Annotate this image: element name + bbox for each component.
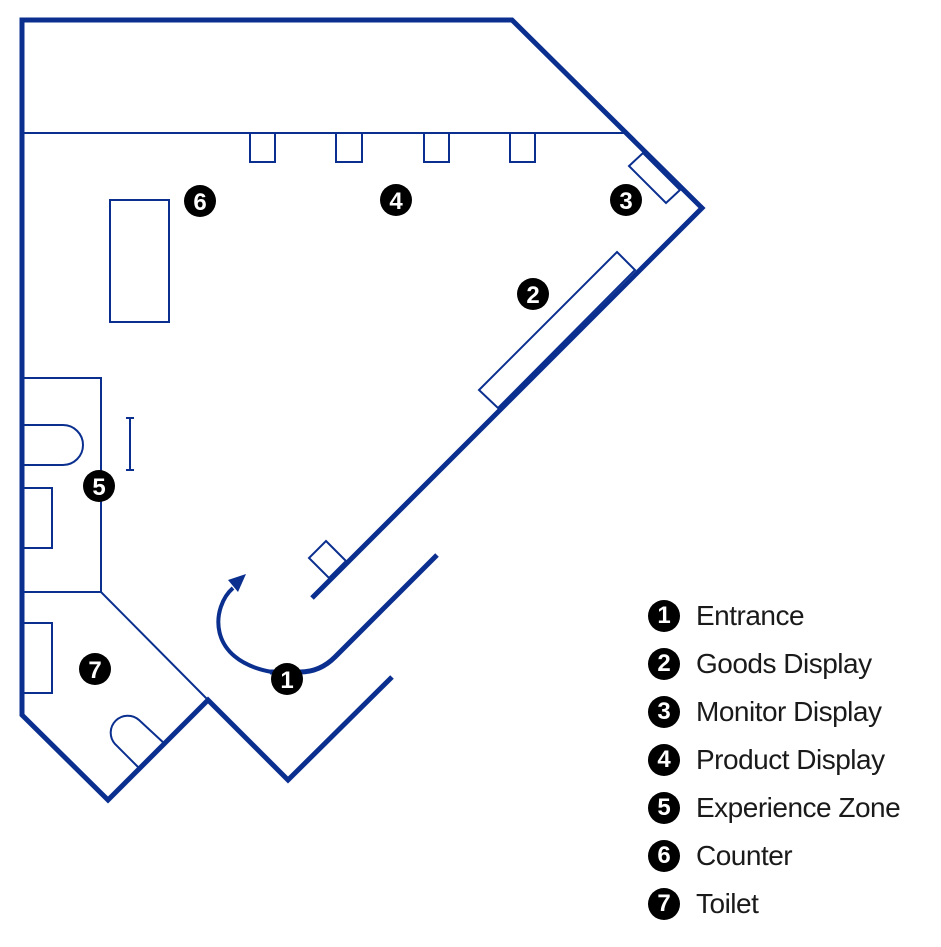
marker-7: 7 <box>79 653 111 685</box>
legend-number: 3 <box>648 696 680 728</box>
counter-desk <box>109 199 170 323</box>
legend-number: 4 <box>648 744 680 776</box>
entrance-arrow-path <box>216 586 273 674</box>
legend-item-toilet: 7 Toilet <box>648 880 938 928</box>
legend-number: 2 <box>648 648 680 680</box>
legend-number: 5 <box>648 792 680 824</box>
svg-text:6: 6 <box>193 189 206 216</box>
goods-display <box>477 250 637 410</box>
legend-label: Counter <box>696 840 793 871</box>
outer-wall <box>19 17 706 804</box>
svg-text:5: 5 <box>92 474 105 501</box>
entrance-wall <box>270 553 439 675</box>
svg-text:1: 1 <box>280 667 293 694</box>
legend-item-product-display: 4 Product Display <box>648 736 938 784</box>
legend-item-monitor-display: 3 Monitor Display <box>648 688 938 736</box>
legend-label: Entrance <box>696 600 805 631</box>
entrance-arrow-head <box>228 574 246 592</box>
toilet-sink <box>21 622 53 694</box>
product-display-box <box>249 132 276 163</box>
legend-item-entrance: 1 Entrance <box>648 592 938 640</box>
product-display-box <box>509 132 536 163</box>
product-display-box <box>335 132 363 163</box>
toilet-wall <box>22 591 209 701</box>
legend-label: Product Display <box>696 744 885 775</box>
toilet-bowl <box>109 714 167 768</box>
legend-label: Goods Display <box>696 648 872 679</box>
experience-seat <box>22 424 84 466</box>
legend-item-goods-display: 2 Goods Display <box>648 640 938 688</box>
marker-6: 6 <box>184 185 216 217</box>
product-display-box <box>423 132 450 163</box>
legend-label: Experience Zone <box>696 792 901 823</box>
monitor-display <box>627 151 682 205</box>
legend-item-experience-zone: 5 Experience Zone <box>648 784 938 832</box>
svg-text:3: 3 <box>619 188 632 215</box>
marker-4: 4 <box>380 184 412 216</box>
legend-label: Monitor Display <box>696 696 882 727</box>
svg-text:4: 4 <box>389 188 403 215</box>
legend-label: Toilet <box>696 888 759 919</box>
experience-table <box>21 487 53 549</box>
legend-number: 7 <box>648 888 680 920</box>
svg-text:2: 2 <box>526 282 539 309</box>
legend: 1 Entrance 2 Goods Display 3 Monitor Dis… <box>648 592 938 928</box>
marker-1: 1 <box>271 663 303 695</box>
legend-item-counter: 6 Counter <box>648 832 938 880</box>
legend-number: 6 <box>648 840 680 872</box>
legend-number: 1 <box>648 600 680 632</box>
small-cabinet <box>307 539 348 580</box>
svg-text:7: 7 <box>88 657 101 684</box>
marker-2: 2 <box>517 278 549 310</box>
marker-3: 3 <box>610 184 642 216</box>
marker-5: 5 <box>83 470 115 502</box>
